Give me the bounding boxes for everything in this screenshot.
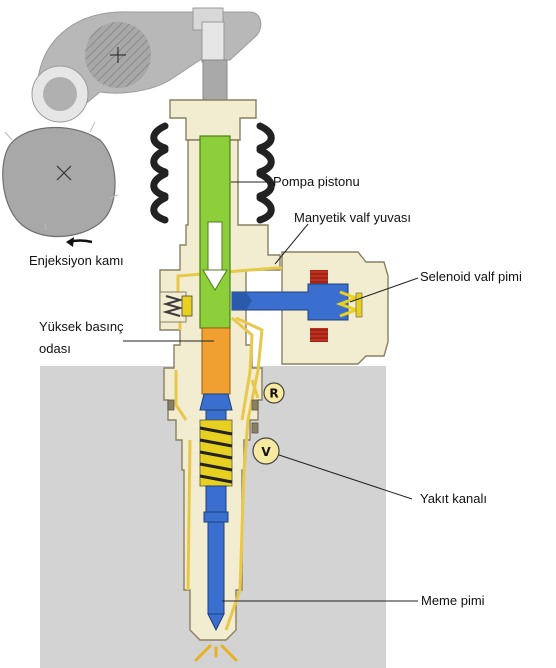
label-yakit-kanali: Yakıt kanalı [420,491,487,506]
marker-r: R [263,382,285,404]
plunger-arrow [202,221,228,291]
fuel-spray [194,644,238,662]
label-manyetik-valf-yuvasi: Manyetik valf yuvası [294,210,411,225]
label-enjeksiyon-kami: Enjeksiyon kamı [29,253,124,268]
solenoid-valve-needle [231,283,363,321]
fuel-channels [174,266,282,631]
label-pompa-pistonu: Pompa pistonu [273,174,360,189]
label-selenoid-valf-pimi: Selenoid valf pimi [420,269,522,284]
label-meme-pimi: Meme pimi [421,593,485,608]
svg-text:V: V [261,445,271,459]
spring-retainer [169,99,257,141]
nozzle-needle [199,393,233,632]
solenoid-coil-upper [310,270,328,284]
label-yuksek-basinc-line2: odası [39,341,71,356]
leader-lines [123,181,419,602]
svg-text:R: R [269,387,278,401]
solenoid-coil-lower [310,328,328,342]
left-valve [159,291,193,323]
rotation-arrowhead [66,237,74,247]
return-spring [150,122,275,224]
marker-v: V [252,437,280,465]
high-pressure-chamber [201,327,231,395]
injection-cam [2,121,119,238]
label-yuksek-basinc-line1: Yüksek basınç [39,319,124,334]
rocker-roller [31,65,89,123]
